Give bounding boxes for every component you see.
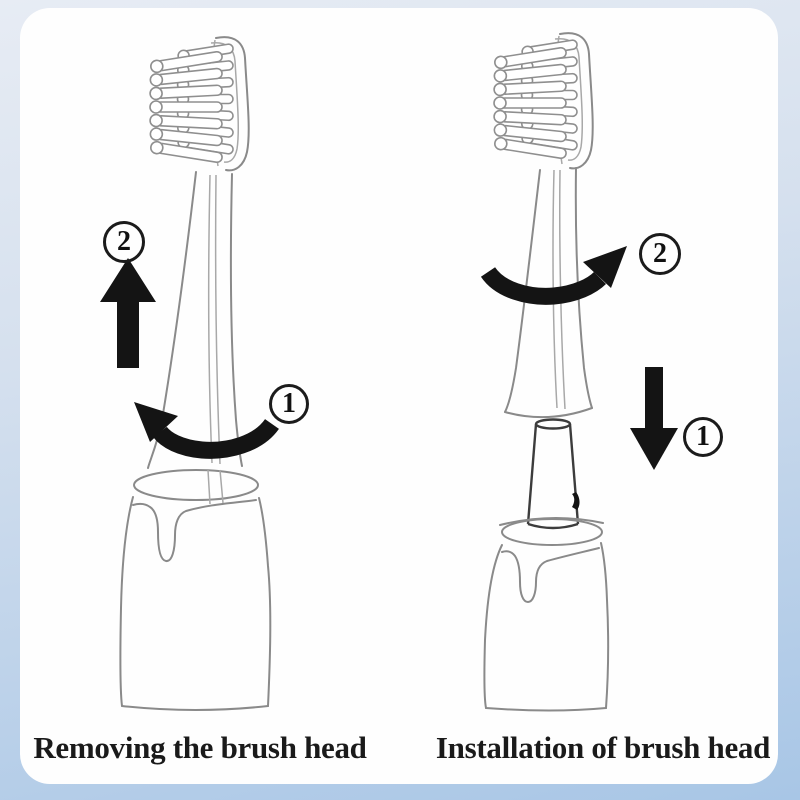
step-badge-install-1: 1 [683, 417, 723, 457]
push-down-arrow-icon [630, 367, 678, 470]
step-badge-remove-1: 1 [269, 384, 309, 424]
instruction-card: 2 1 2 1 Removing the brush head Installa… [20, 8, 778, 784]
detached-brush-head [492, 32, 594, 419]
pull-up-arrow-icon [100, 258, 156, 368]
caption-installation: Installation of brush head [435, 730, 771, 765]
installation-illustration [480, 32, 678, 712]
step-badge-remove-2: 2 [103, 221, 145, 263]
step-badge-install-2: 2 [639, 233, 681, 275]
removal-illustration [100, 36, 279, 711]
bristles [492, 37, 579, 161]
toothbrush-with-head [119, 36, 272, 711]
rotate-arrow-icon [134, 402, 279, 459]
handle-base [483, 516, 610, 712]
bristles [148, 41, 235, 165]
shaft-connector [526, 418, 580, 530]
rotate-arrow-icon [480, 246, 627, 305]
caption-removing: Removing the brush head [33, 730, 367, 765]
